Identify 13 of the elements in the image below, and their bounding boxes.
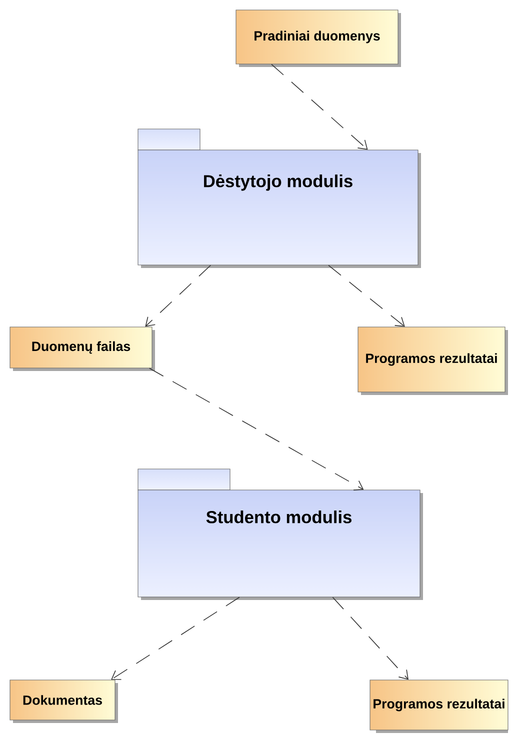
dependency-arrow	[145, 264, 212, 327]
artifact-box: Duomenų failas	[10, 326, 155, 371]
artifact-box: Programos rezultatai	[370, 680, 508, 733]
dependency-arrow	[332, 596, 409, 680]
dependency-arrow	[111, 596, 240, 680]
artifact-box: Pradiniai duomenys	[236, 10, 401, 67]
artifact-box: Dokumentas	[10, 680, 118, 723]
dependency-arrow	[328, 264, 405, 327]
package-box: Studento modulis	[138, 468, 423, 600]
dependency-arrow	[271, 64, 368, 150]
artifact-box: Programos rezultatai	[358, 326, 508, 395]
dependency-arrow	[149, 368, 364, 490]
package-box: Dėstytojo modulis	[138, 128, 421, 268]
